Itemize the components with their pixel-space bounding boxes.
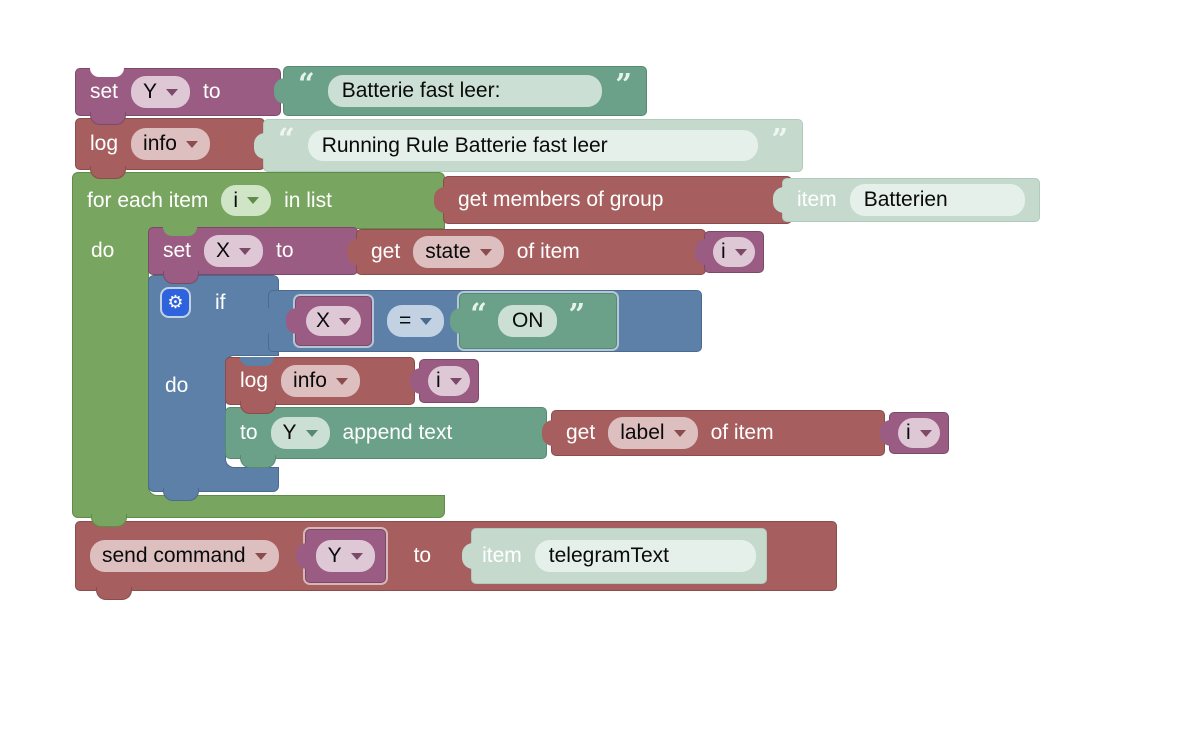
variable-block-i[interactable]: i [704, 231, 764, 273]
text-block-running-rule[interactable]: “ Running Rule Batterie fast leer ” [263, 119, 803, 172]
get-item-attribute-block[interactable]: get state of item [356, 229, 706, 275]
mutator-gear-icon[interactable]: ⚙ [162, 289, 189, 316]
dropdown-arrow-icon [350, 552, 363, 560]
dropdown-arrow-icon [166, 88, 179, 96]
variable-block-i[interactable]: i [889, 412, 949, 454]
connector-notch [240, 357, 274, 366]
append-text-label: append text [342, 421, 453, 444]
operator-dropdown[interactable]: = [387, 305, 445, 337]
do-label: do [165, 374, 189, 397]
set-label: set [90, 80, 119, 103]
variable-dropdown[interactable]: Y [315, 540, 375, 572]
loop-variable-dropdown[interactable]: i [221, 184, 272, 217]
set-variable-x-block[interactable]: set X to [148, 227, 358, 284]
dropdown-arrow-icon [254, 552, 267, 560]
get-members-of-group-block[interactable]: get members of group [443, 176, 792, 224]
variable-dropdown[interactable]: i [898, 418, 940, 448]
quote-close-icon: ” [771, 121, 788, 156]
append-text-block[interactable]: to Y append text [225, 407, 547, 468]
of-item-label: of item [710, 421, 774, 444]
for-each-header: for each item i in list [73, 173, 444, 228]
set-label: set [163, 239, 192, 262]
variable-dropdown[interactable]: Y [131, 76, 191, 108]
log-block[interactable]: log info [75, 118, 265, 179]
connector-tab [240, 401, 276, 414]
connector-tab [91, 514, 127, 527]
variable-dropdown[interactable]: i [713, 237, 755, 267]
dropdown-arrow-icon [479, 248, 492, 256]
quote-close-icon: ” [615, 67, 632, 102]
dropdown-arrow-icon [335, 377, 348, 385]
dropdown-arrow-icon [919, 429, 932, 437]
if-label: if [215, 290, 226, 314]
comparison-block[interactable]: X = “ ON ” [268, 290, 702, 352]
attribute-dropdown[interactable]: state [413, 236, 504, 268]
get-label: get [371, 240, 401, 263]
string-field[interactable]: Batterie fast leer: [327, 75, 603, 107]
dropdown-arrow-icon [734, 248, 747, 256]
dropdown-arrow-icon [339, 317, 352, 325]
connector-notch [163, 227, 197, 236]
get-label: get [566, 421, 596, 444]
log-block[interactable]: log info [225, 357, 415, 414]
get-members-label: get members of group [458, 188, 664, 211]
item-label: item [482, 544, 522, 567]
dropdown-arrow-icon [239, 247, 252, 255]
log-label: log [90, 132, 119, 155]
quote-open-icon: “ [470, 297, 487, 332]
log-level-dropdown[interactable]: info [131, 128, 210, 160]
to-label: to [240, 421, 258, 444]
to-label: to [276, 239, 294, 262]
quote-open-icon: “ [298, 67, 315, 102]
text-block-on[interactable]: “ ON ” [459, 293, 618, 349]
text-block-batterie[interactable]: “ Batterie fast leer: ” [283, 66, 647, 116]
do-label: do [91, 239, 115, 262]
to-label: to [203, 80, 221, 103]
connector-tab [96, 587, 132, 600]
variable-block-x[interactable]: X [295, 296, 373, 346]
item-block-telegramtext[interactable]: item telegramText [471, 528, 768, 584]
dropdown-arrow-icon [247, 197, 260, 204]
string-field[interactable]: Running Rule Batterie fast leer [307, 129, 759, 162]
of-item-label: of item [516, 240, 580, 263]
connector-tab [240, 455, 276, 468]
dropdown-arrow-icon [449, 377, 462, 385]
variable-block-y[interactable]: Y [304, 529, 386, 583]
connector-tab [90, 112, 126, 125]
connector-tab [163, 488, 199, 501]
variable-block-i[interactable]: i [419, 359, 479, 403]
connector-tab [163, 271, 199, 284]
for-each-label: for each item [87, 188, 209, 212]
variable-dropdown[interactable]: Y [270, 417, 330, 449]
string-field[interactable]: ON [497, 305, 558, 337]
item-label: item [797, 188, 837, 211]
dropdown-arrow-icon [673, 429, 686, 437]
dropdown-arrow-icon [185, 140, 198, 148]
send-command-block[interactable]: send command Y to item telegramText [75, 521, 837, 600]
connector-tab [90, 166, 126, 179]
dropdown-arrow-icon [420, 317, 433, 325]
attribute-dropdown[interactable]: label [608, 417, 698, 449]
if-header: ⚙ if [162, 289, 226, 316]
set-variable-y-block[interactable]: set Y to [75, 68, 281, 125]
log-level-dropdown[interactable]: info [281, 365, 360, 397]
item-name-field[interactable]: Batterien [849, 184, 1025, 216]
connector-notch [90, 68, 124, 77]
item-name-field[interactable]: telegramText [534, 540, 757, 572]
get-item-attribute-block[interactable]: get label of item [551, 410, 885, 456]
dropdown-arrow-icon [305, 429, 318, 437]
variable-dropdown[interactable]: X [204, 235, 264, 267]
in-list-label: in list [284, 188, 332, 212]
item-block-batterien[interactable]: item Batterien [782, 178, 1040, 222]
send-to-label: to [413, 544, 432, 567]
command-dropdown[interactable]: send command [90, 540, 279, 572]
variable-dropdown[interactable]: i [428, 366, 470, 396]
quote-open-icon: “ [278, 121, 295, 156]
quote-close-icon: ” [568, 297, 586, 332]
log-label: log [240, 369, 269, 392]
variable-dropdown[interactable]: X [306, 306, 362, 336]
